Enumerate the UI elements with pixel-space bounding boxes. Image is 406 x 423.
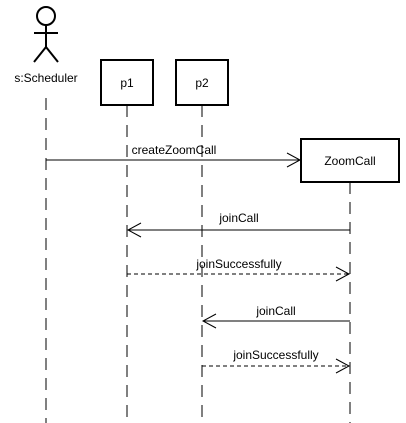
participant-p1-label: p1 xyxy=(120,76,134,90)
message-join-successfully-p1-label: joinSuccessfully xyxy=(195,257,281,271)
message-create-zoom-call-label: createZoomCall xyxy=(132,143,217,157)
open-arrowhead-icon xyxy=(335,266,351,282)
message-join-successfully-p1: joinSuccessfully xyxy=(127,257,351,282)
message-join-call-p1-label: joinCall xyxy=(218,211,258,225)
actor-scheduler: s:Scheduler xyxy=(14,6,78,85)
participant-p2: p2 xyxy=(175,59,229,106)
stick-figure-icon xyxy=(33,6,59,63)
message-join-call-p1: joinCall xyxy=(126,211,350,238)
actor-scheduler-label: s:Scheduler xyxy=(14,71,77,85)
message-join-call-p2: joinCall xyxy=(201,304,350,329)
open-arrowhead-icon xyxy=(126,222,142,238)
participant-zoomcall-label: ZoomCall xyxy=(324,154,375,168)
message-create-zoom-call: createZoomCall xyxy=(46,143,302,168)
open-arrowhead-icon xyxy=(201,313,217,329)
message-join-call-p2-label: joinCall xyxy=(255,304,295,318)
open-arrowhead-icon xyxy=(286,152,302,168)
message-join-successfully-p2-label: joinSuccessfully xyxy=(232,348,318,362)
participant-p2-label: p2 xyxy=(195,76,209,90)
participant-zoomcall: ZoomCall xyxy=(300,138,400,183)
message-join-successfully-p2: joinSuccessfully xyxy=(202,348,351,374)
participant-p1: p1 xyxy=(100,59,154,106)
open-arrowhead-icon xyxy=(335,358,351,374)
